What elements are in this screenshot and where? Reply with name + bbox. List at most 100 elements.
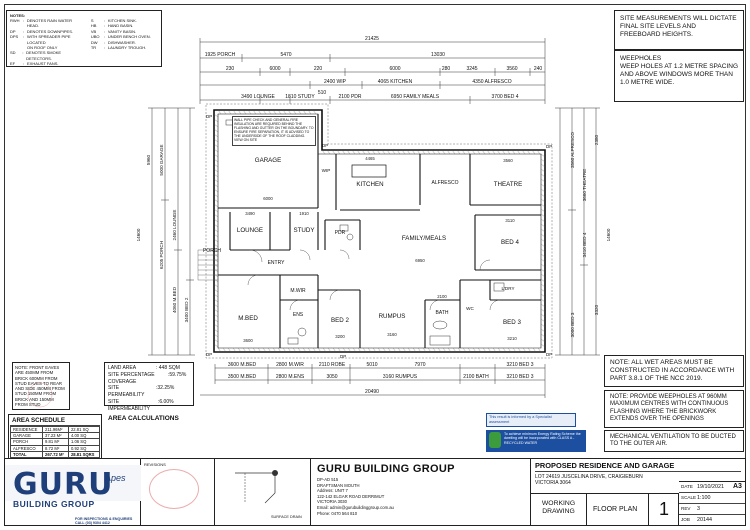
wet-areas-note: NOTE: ALL WET AREAS MUST BE CONSTRUCTED …	[604, 355, 744, 387]
area-schedule-title: AREA SCHEDULE	[10, 416, 100, 426]
job-label: JOB	[681, 517, 690, 522]
legend-separator: :	[23, 28, 25, 34]
scale-label: SCALE	[681, 495, 697, 500]
legend-separator: :	[23, 61, 25, 67]
schedule-cell-name: TOTAL	[9, 450, 44, 458]
legend-item: DP:DENOTES DOWNPIPES.	[10, 29, 85, 34]
permeability-value: :32.25%	[156, 385, 175, 392]
legend-item: DW:DISHWASHER.	[91, 40, 158, 45]
fire-note-text: WALL PIPE CHECK AND GENERAL FIRE INSULAT…	[234, 118, 314, 142]
legend-right-column: S:KITCHEN SINK.HB:HAND BASIN.VB:VANITY B…	[91, 18, 158, 67]
project-title: PROPOSED RESIDENCE AND GARAGE	[535, 461, 675, 470]
title-block: GURU BUILDING GROUP Apes FOR INSPECTIONS…	[4, 458, 746, 526]
company-line: VICTORIA 3030	[317, 499, 347, 505]
legend-separator: :	[22, 50, 24, 56]
surface-drain-label: SURFACE DRAIN	[271, 515, 302, 519]
logo-area: GURU BUILDING GROUP Apes FOR INSPECTIONS…	[5, 459, 141, 525]
legend-code: EF	[10, 61, 16, 67]
legend-item: LOCATED	[10, 40, 85, 45]
legend-text: UNDER BENCH OVEN.	[107, 34, 151, 40]
legend-code: UBO	[90, 34, 100, 40]
legend-title: NOTES:	[10, 13, 26, 18]
legend-separator: :	[23, 34, 25, 40]
project-address-line1: LOT 24619 JUSCELINA DRIVE, CRAIGIEBURN	[535, 474, 643, 480]
legend-text: EXHAUST FANS.	[27, 61, 59, 67]
impermeability-label: SITE IMPERMEABILITY	[108, 398, 150, 412]
coverage-value: :59.75%	[168, 371, 187, 378]
sheet-title-cell: FLOOR PLAN	[587, 493, 649, 525]
surface-drain-cell: SURFACE DRAIN	[215, 459, 311, 525]
site-levels-note: SITE MEASUREMENTS WILL DICTATE FINAL SIT…	[614, 10, 744, 50]
logo-word: GURU	[13, 467, 114, 502]
weepholes-text: WEEP HOLES AT 1.2 METRE SPACING AND ABOV…	[620, 63, 738, 86]
legend-separator: :	[103, 45, 105, 51]
legend-separator: :	[103, 23, 105, 29]
land-area-value: : 448 SQM	[156, 365, 180, 371]
date-label: DATE	[681, 484, 693, 489]
legend-box: NOTES: RWH:DENOTES RAIN WATER HEAD.DP:DE…	[6, 10, 162, 67]
legend-text: LAUNDRY TROUGH.	[107, 45, 147, 51]
energy-badge-text: To achieve minimum Energy Rating Scheme …	[504, 432, 581, 445]
rev-value: 3	[697, 506, 700, 512]
legend-text: KITCHEN SINK.	[107, 18, 137, 23]
ventilation-text: MECHANICAL VENTILATION TO BE DUCTED TO T…	[610, 434, 736, 448]
company-line: Email: admin@gurubuildinggroup.com.au	[317, 504, 394, 510]
drawing-status: WORKING DRAWING	[541, 500, 576, 515]
company-line: Address: UNIT 7	[317, 488, 348, 494]
rev-label: REV	[681, 506, 691, 511]
energy-line2: assessment	[489, 419, 510, 424]
legend-code: RWH	[10, 18, 20, 23]
revisions-label: REVISIONS	[144, 462, 166, 467]
logo-strip-text: Apes	[105, 473, 126, 483]
project-cell: PROPOSED RESIDENCE AND GARAGE LOT 24619 …	[531, 459, 745, 525]
legend-text: ON ROOF ONLY	[27, 45, 58, 51]
coverage-label: SITE PERCENTAGE COVERAGE	[108, 371, 155, 385]
legend-text: DISHWASHER.	[107, 39, 136, 45]
energy-specialist: This result is informed by a Specialist …	[486, 413, 576, 427]
wet-areas-text: NOTE: ALL WET AREAS MUST BE CONSTRUCTED …	[610, 359, 735, 382]
sheet-number-cell: 1	[649, 493, 679, 525]
date-value: 19/10/2021	[697, 484, 724, 490]
project-address-line2: VICTORIA 3064	[535, 480, 571, 486]
legend-text: HAND BASIN.	[107, 23, 134, 29]
legend-item: HB:HAND BASIN.	[91, 23, 158, 28]
legend-text: WITH SPREADER PIPE	[27, 34, 71, 40]
fire-note: WALL PIPE CHECK AND GENERAL FIRE INSULAT…	[232, 116, 316, 146]
legend-separator: :	[103, 34, 105, 40]
job-value: 20144	[697, 517, 712, 523]
legend-code: DP	[10, 28, 16, 34]
sheet-title: FLOOR PLAN	[593, 506, 638, 513]
legend-text: VANITY BASIN.	[107, 28, 137, 34]
size-value: A3	[733, 483, 742, 490]
legend-left-column: RWH:DENOTES RAIN WATER HEAD.DP:DENOTES D…	[10, 18, 85, 67]
energy-leaf-icon	[489, 432, 501, 448]
legend-item: SD:DENOTES SMOKE DETECTORS.	[10, 50, 85, 61]
company-line: Phone: 0470 564 810	[317, 510, 358, 516]
scale-value: 1:100	[697, 495, 711, 501]
company-line: 122-142 ELGAR ROAD DERRIMUT	[317, 493, 385, 499]
legend-item: UBO:UNDER BENCH OVEN.	[91, 34, 158, 39]
legend-item: EF:EXHAUST FANS.	[10, 61, 85, 66]
weepholes-title: WEEPHOLES	[620, 55, 662, 62]
logo-sub: BUILDING GROUP	[13, 499, 95, 509]
legend-text: DENOTES DOWNPIPES.	[27, 28, 74, 34]
company-line: DP-AD 515	[317, 477, 339, 482]
legend-item: RWH:DENOTES RAIN WATER HEAD.	[10, 18, 85, 29]
legend-separator: :	[103, 18, 105, 23]
schedule-cell-sq: 28.81 SQRS	[67, 450, 101, 458]
area-calculations: LAND AREA : 448 SQM SITE PERCENTAGE COVER…	[104, 362, 194, 422]
impermeability-value: :6.00%	[158, 398, 174, 405]
land-area-label: LAND AREA	[108, 365, 137, 371]
legend-code: VB	[90, 28, 97, 34]
logo-strip	[5, 465, 141, 501]
legend-item: DPS:WITH SPREADER PIPE	[10, 34, 85, 39]
legend-code: DPS	[10, 34, 19, 40]
project-address: LOT 24619 JUSCELINA DRIVE, CRAIGIEBURN V…	[535, 471, 741, 486]
legend-text: DENOTES RAIN WATER HEAD.	[26, 18, 72, 29]
legend-text: DENOTES SMOKE DETECTORS.	[26, 50, 62, 61]
